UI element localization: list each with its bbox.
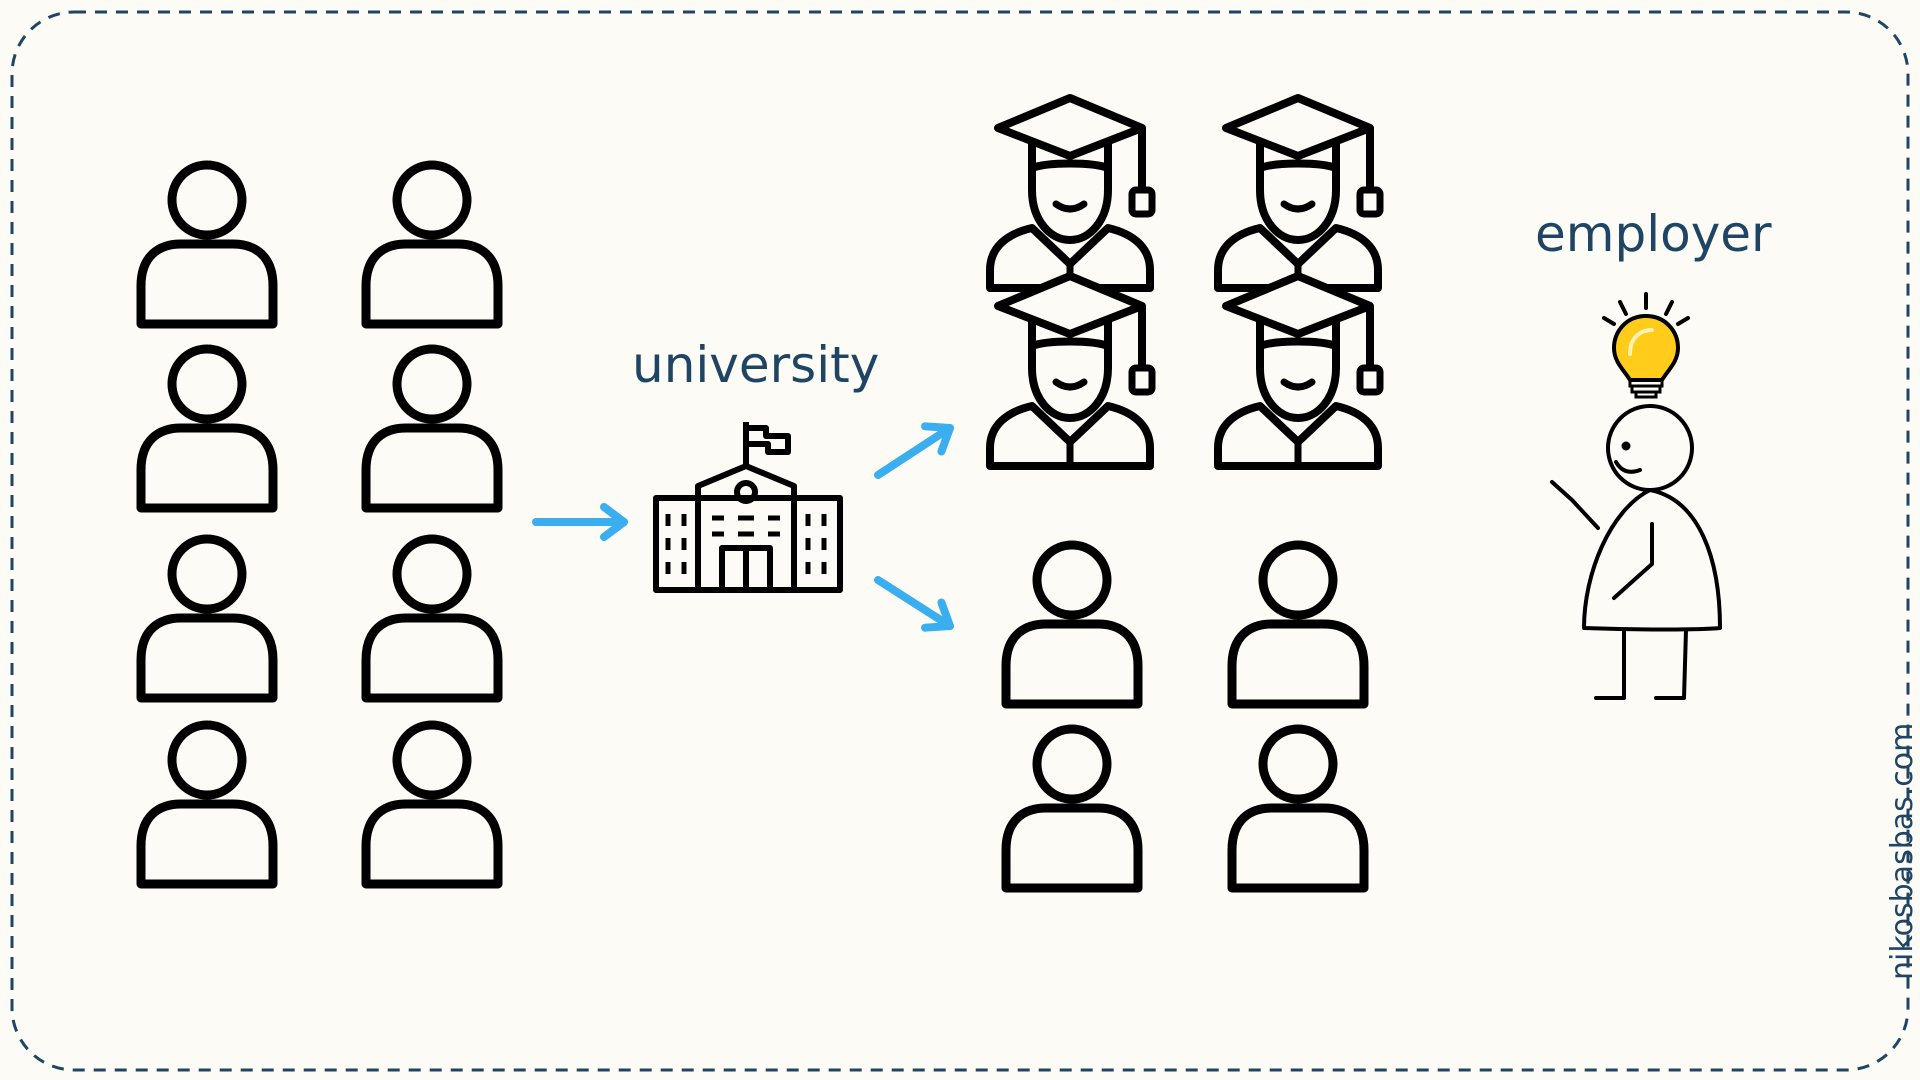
non-graduate-person-icon bbox=[1006, 729, 1138, 888]
graduates-group bbox=[990, 98, 1380, 466]
non-graduate-person-icon bbox=[1232, 729, 1364, 888]
employer-figure-icon bbox=[1550, 404, 1722, 700]
employer-label: employer bbox=[1535, 205, 1772, 263]
applicant-person-icon bbox=[366, 539, 498, 698]
applicant-person-icon bbox=[141, 539, 273, 698]
applicant-person-icon bbox=[141, 725, 273, 884]
non-graduate-person-icon bbox=[1006, 545, 1138, 704]
applicant-person-icon bbox=[366, 725, 498, 884]
applicant-person-icon bbox=[366, 349, 498, 508]
lightbulb-icon bbox=[1602, 292, 1690, 399]
arrow-to-non-graduates bbox=[874, 576, 958, 639]
graduate-icon bbox=[1218, 98, 1380, 288]
graduate-icon bbox=[990, 98, 1152, 288]
applicant-person-icon bbox=[366, 165, 498, 324]
graduate-icon bbox=[1218, 276, 1380, 466]
applicant-person-icon bbox=[141, 349, 273, 508]
university-building-icon bbox=[653, 422, 843, 593]
non-graduates-group bbox=[1006, 545, 1364, 888]
dashed-frame bbox=[10, 10, 1910, 1072]
graduate-icon bbox=[990, 276, 1152, 466]
applicant-person-icon bbox=[141, 165, 273, 324]
non-graduate-person-icon bbox=[1232, 545, 1364, 704]
applicants-group bbox=[141, 165, 498, 884]
watermark-text: nikosbasbas.com bbox=[1885, 722, 1920, 980]
arrow-to-university bbox=[532, 507, 628, 537]
arrow-to-graduates bbox=[874, 415, 958, 479]
university-label: university bbox=[632, 336, 880, 394]
